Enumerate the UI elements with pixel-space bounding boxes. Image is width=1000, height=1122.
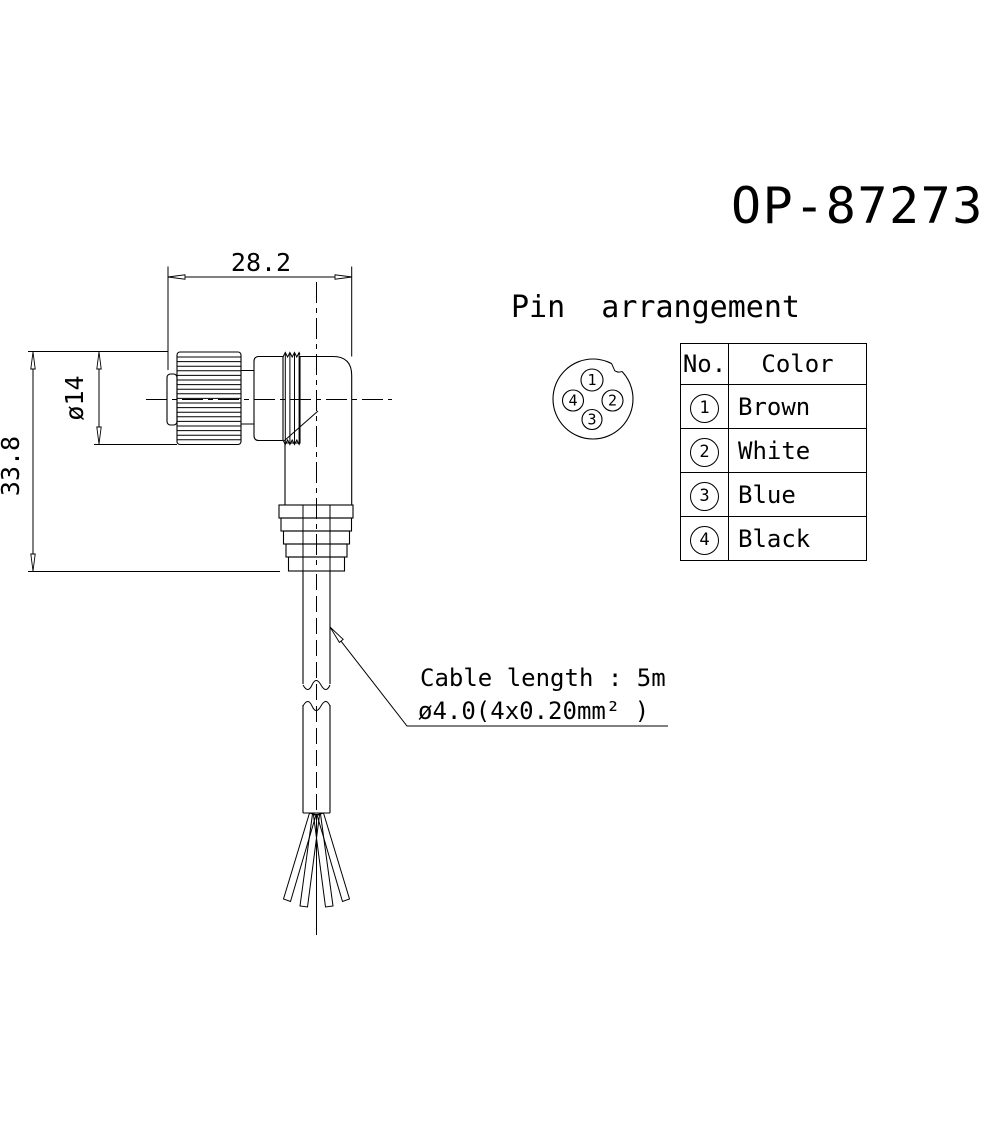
pin-3: 3 (581, 408, 603, 431)
col-header-no: No. (680, 343, 729, 385)
height-value: 33.8 (0, 436, 25, 496)
cable-break-upper (302, 680, 331, 690)
table-row: 1 Brown (680, 384, 867, 429)
thread-section (282, 351, 301, 446)
cable-note-line1: Cable length : 5m (420, 664, 666, 692)
pin-color-table: No. Color 1 Brown 2 White 3 Blue 4 Black (680, 343, 867, 561)
pin-1-label: 1 (587, 371, 596, 389)
pin-number-badge: 3 (690, 481, 719, 511)
neck (241, 369, 254, 425)
color-value: Blue (728, 472, 867, 517)
col-header-color: Color (728, 343, 867, 385)
pin-4-label: 4 (568, 392, 577, 410)
connector-face-outline (552, 358, 634, 440)
dimension-diameter: ø14 (60, 351, 177, 445)
strain-relief (278, 504, 354, 572)
coupling-nut (176, 351, 242, 446)
dimension-width-value: 28.2 (231, 248, 291, 277)
diameter-value: ø14 (60, 375, 89, 420)
pin-3-label: 3 (587, 411, 596, 429)
pin-1: 1 (580, 368, 604, 392)
pin-arrangement-label: Pin arrangement (511, 290, 800, 325)
elbow-body (283, 355, 353, 506)
wire-leads (282, 812, 351, 908)
table-header-row: No. Color (680, 343, 867, 385)
pin-2: 2 (601, 389, 624, 412)
color-value: Black (728, 516, 867, 561)
pin-2-label: 2 (608, 392, 617, 410)
color-value: Brown (728, 384, 867, 429)
color-value: White (728, 428, 867, 473)
cable-note-line2: ø4.0(4x0.20mm² ) (418, 697, 649, 725)
cable-leader: Cable length : 5m ø4.0(4x0.20mm² ) (329, 626, 668, 727)
keyway-notch (611, 363, 623, 373)
dimension-width: 28.2 (167, 248, 353, 370)
table-row: 3 Blue (680, 472, 867, 517)
table-row: 4 Black (680, 516, 867, 561)
connector-side-view (166, 351, 354, 572)
pin-4: 4 (561, 389, 585, 412)
dimension-height: 33.8 (0, 351, 280, 572)
part-number-title: OP-87273 (731, 177, 984, 235)
knurl-lines (177, 356, 241, 441)
connector-body (253, 355, 284, 442)
table-row: 2 White (680, 428, 867, 473)
pin-number-badge: 4 (690, 525, 719, 555)
cable-break-lower (302, 701, 331, 711)
pin-face-diagram: 1 2 3 4 (552, 358, 634, 440)
pin-number-badge: 1 (690, 393, 719, 423)
pin-number-badge: 2 (690, 437, 719, 467)
